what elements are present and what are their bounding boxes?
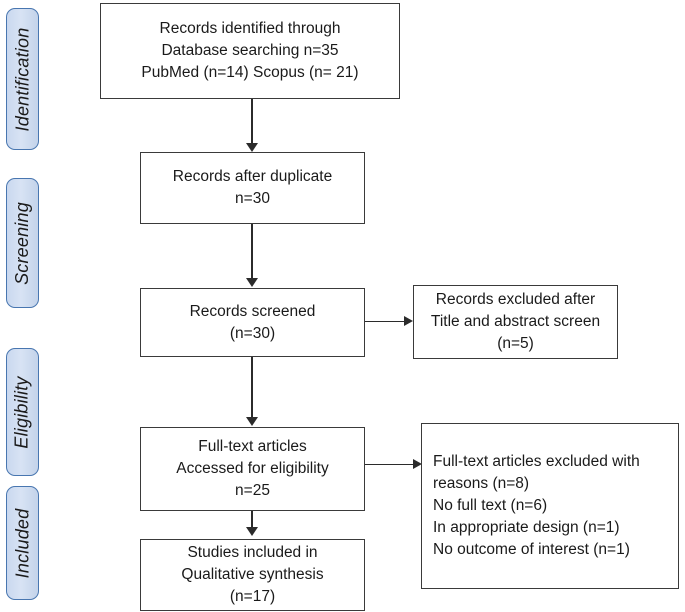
box-records-screened-line-2: (n=30) [229,324,276,342]
arrowhead-identified-to-duplicate [246,143,258,152]
connector-duplicate-to-screened [251,224,253,280]
box-full-text-excluded: Full-text articles excluded with reasons… [421,423,679,589]
box-records-excluded-line-2: Title and abstract screen [430,313,601,330]
box-studies-included-line-3: (n=17) [229,588,276,605]
box-full-text-excluded-line-5: No outcome of interest (n=1) [433,541,630,558]
box-records-excluded-line-3: (n=5) [497,335,534,352]
box-records-identified-line-2: Database searching n=35 [161,42,339,59]
box-records-after-duplicate-line-1: Records after duplicate [172,168,333,185]
stage-label-screening-text: Screening [12,201,33,285]
box-records-excluded-line-1: Records excluded after [435,291,596,308]
box-full-text-assessed-line-2: Accessed for eligibility [176,460,329,477]
box-records-after-duplicate: Records after duplicate n=30 [140,152,365,224]
stage-label-identification: Identification [6,8,39,150]
box-studies-included-line-1: Studies included in [187,544,318,561]
box-full-text-assessed-line-1: Full-text articles [198,438,307,455]
arrowhead-fulltext-to-excluded [413,459,422,469]
box-records-identified-line-1: Records identified through [159,20,341,37]
box-full-text-excluded-line-1: Full-text articles excluded with [433,453,640,470]
arrowhead-fulltext-to-included [246,527,258,536]
arrowhead-duplicate-to-screened [246,278,258,287]
stage-label-eligibility: Eligibility [6,348,39,476]
arrowhead-screened-to-fulltext [246,417,258,426]
box-full-text-excluded-line-2: reasons (n=8) [433,475,530,492]
connector-fulltext-to-included [251,511,253,531]
box-studies-included: Studies included in Qualitative synthesi… [140,539,365,611]
connector-fulltext-to-excluded [365,464,415,466]
arrowhead-screened-to-excluded [404,316,413,326]
stage-label-included: Included [6,486,39,600]
stage-label-screening: Screening [6,178,39,308]
box-records-identified: Records identified through Database sear… [100,3,400,99]
stage-label-identification-text: Identification [12,27,32,131]
box-records-identified-line-3: PubMed (n=14) Scopus (n= 21) [141,64,359,81]
box-records-excluded: Records excluded after Title and abstrac… [413,285,618,359]
connector-screened-to-fulltext [251,357,253,419]
box-full-text-assessed-line-3: n=25 [235,482,270,499]
box-full-text-excluded-line-4: In appropriate design (n=1) [433,519,620,536]
connector-identified-to-duplicate [251,99,253,145]
box-records-screened: Records screened (n=30) [140,288,365,357]
box-records-after-duplicate-line-2: n=30 [235,190,270,207]
box-records-screened-line-1: Records screened [189,302,316,320]
stage-label-eligibility-text: Eligibility [12,375,33,449]
stage-label-included-text: Included [12,508,32,578]
connector-screened-to-excluded [365,321,406,323]
box-studies-included-line-2: Qualitative synthesis [181,566,324,583]
box-full-text-excluded-line-3: No full text (n=6) [433,497,548,514]
box-full-text-assessed: Full-text articles Accessed for eligibil… [140,427,365,511]
